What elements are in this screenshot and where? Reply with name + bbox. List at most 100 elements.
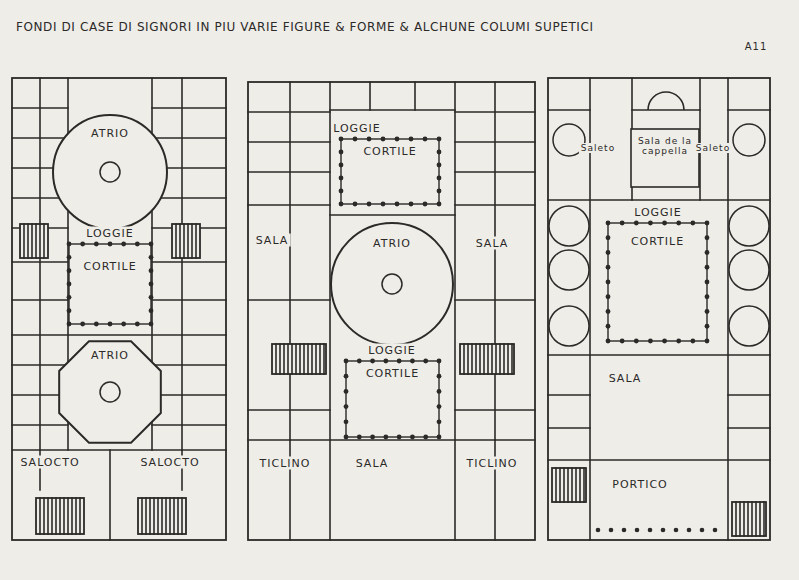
wall-line	[152, 107, 226, 109]
wall-line	[289, 82, 291, 440]
wall-line	[414, 82, 416, 110]
column-dot	[437, 137, 442, 142]
stair-step	[471, 344, 473, 374]
stair-step	[763, 502, 765, 536]
stair-step	[483, 344, 485, 374]
column-dot	[94, 242, 99, 247]
atrio-wall	[331, 223, 453, 345]
room-label: SALOCTO	[138, 456, 201, 469]
atrio-wall	[53, 115, 167, 229]
wall-line	[494, 440, 496, 540]
column-dot	[80, 242, 85, 247]
column-dot	[357, 359, 362, 364]
wall-line	[494, 82, 496, 440]
wall-line	[455, 299, 535, 301]
column-dot	[606, 324, 611, 329]
wall-line	[330, 214, 455, 216]
column-dot	[135, 242, 140, 247]
stair-step	[499, 344, 501, 374]
stair-step	[141, 498, 143, 534]
stair-step	[39, 224, 41, 258]
room-label: Saleto	[579, 143, 617, 153]
wall-line	[12, 334, 226, 336]
column-dot	[397, 359, 402, 364]
column-dot	[409, 137, 414, 142]
wall-line	[289, 440, 291, 540]
stair-symbol	[138, 498, 186, 534]
cortile-wall	[608, 223, 707, 341]
column-dot	[367, 202, 372, 207]
atrio-wall	[59, 341, 161, 443]
wall-line	[455, 111, 535, 113]
column-dot	[383, 435, 388, 440]
stair-symbol	[272, 344, 326, 374]
cortile-court: CORTILE	[68, 243, 152, 325]
stair-step	[295, 344, 297, 374]
room-name: CORTILE	[81, 261, 138, 274]
wall-line	[632, 109, 700, 111]
stair-step	[169, 498, 171, 534]
wall-line	[728, 394, 770, 396]
stair-step	[303, 344, 305, 374]
stair-step	[47, 498, 49, 534]
stair-step	[43, 498, 45, 534]
wall-line	[12, 261, 68, 263]
wall-line	[548, 394, 590, 396]
stair-step	[71, 498, 73, 534]
column-dot	[344, 435, 349, 440]
column-dot	[620, 339, 625, 344]
column-dot	[705, 221, 710, 226]
chapel-room: Sala de la cappella	[630, 128, 700, 188]
stair-step	[35, 224, 37, 258]
room-label: LOGGIE	[366, 344, 418, 357]
cortile-wall	[69, 244, 151, 324]
atrio-center	[100, 382, 120, 402]
atrio-center	[100, 162, 120, 182]
column-dot	[80, 322, 85, 327]
stair-step	[287, 344, 289, 374]
room-label: LOGGIE	[84, 227, 136, 240]
stair-step	[475, 344, 477, 374]
wall-line	[728, 427, 770, 429]
column-dot	[67, 322, 72, 327]
niche-circle	[549, 206, 589, 246]
stair-step	[567, 468, 569, 502]
column-dot	[409, 202, 414, 207]
stair-step	[75, 498, 77, 534]
wall-line	[548, 427, 590, 429]
wall-line	[12, 137, 68, 139]
wall-line	[12, 299, 68, 301]
column-dot	[149, 282, 154, 287]
stair-step	[55, 498, 57, 534]
column-dot	[135, 322, 140, 327]
atrio-circle: ATRIO	[330, 222, 454, 346]
cortile-wall	[346, 361, 439, 437]
room-label: SALOCTO	[18, 456, 81, 469]
stair-step	[27, 224, 29, 258]
column-dot	[648, 528, 653, 533]
room-label: LOGGIE	[632, 206, 684, 219]
column-dot	[596, 528, 601, 533]
wall-line	[152, 364, 226, 366]
room-label: SALA	[354, 457, 391, 470]
stair-step	[487, 344, 489, 374]
stair-step	[51, 498, 53, 534]
column-dot	[395, 202, 400, 207]
niche-circle	[729, 250, 769, 290]
column-dot	[437, 419, 442, 424]
stair-step	[323, 344, 325, 374]
room-name: CORTILE	[364, 368, 421, 381]
column-dot	[606, 221, 611, 226]
stair-step	[563, 468, 565, 502]
wall-line	[152, 137, 226, 139]
apse-arc	[648, 92, 684, 110]
column-dot	[149, 255, 154, 260]
cortile-court: CORTILE	[607, 222, 708, 342]
column-dot	[705, 309, 710, 314]
column-dot	[339, 163, 344, 168]
column-dot	[357, 435, 362, 440]
column-dot	[339, 189, 344, 194]
room-label: TICLINO	[465, 457, 520, 470]
column-dot	[690, 221, 695, 226]
column-dot	[94, 322, 99, 327]
